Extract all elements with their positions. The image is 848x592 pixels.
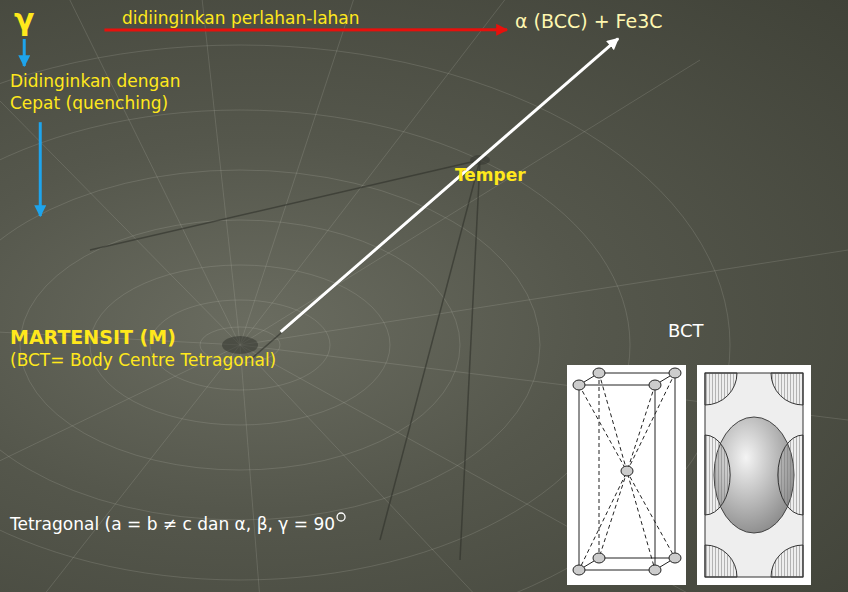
ferrite-cementite: α (BCC) + Fe3C xyxy=(515,10,663,32)
transition-arrow xyxy=(23,39,26,66)
martensite-title-node: MARTENSIT (M)(BCT= Body Centre Tetragona… xyxy=(10,326,276,370)
quench-step-node: Didinginkan dengan Cepat (quenching) xyxy=(10,70,188,114)
gamma-phase: γ xyxy=(14,2,34,37)
gamma-phase-node: γ xyxy=(14,2,34,37)
quench-step: Didinginkan dengan Cepat (quenching) xyxy=(10,70,188,114)
ferrite-cementite-node: α (BCC) + Fe3C xyxy=(515,10,663,32)
transition-arrow xyxy=(39,122,42,216)
martensite-title: MARTENSIT (M) xyxy=(10,326,276,348)
transition-label: Temper xyxy=(455,165,526,185)
bct-sphere-svg xyxy=(697,365,811,585)
lattice-note: Tetragonal (a = b ≠ c dan α, β, γ = 90 xyxy=(10,514,335,534)
structure-label: BCT xyxy=(668,320,704,341)
bct-wireframe-cell xyxy=(567,365,686,585)
martensite-note: (BCT= Body Centre Tetragonal) xyxy=(10,350,276,370)
bct-sphere-cell xyxy=(697,365,811,585)
degree-symbol xyxy=(337,513,345,521)
transition-arrow xyxy=(281,39,618,332)
transition-label: didiinginkan perlahan-lahan xyxy=(122,8,360,28)
transition-arrow xyxy=(104,28,507,31)
bct-wireframe-svg xyxy=(567,365,686,585)
